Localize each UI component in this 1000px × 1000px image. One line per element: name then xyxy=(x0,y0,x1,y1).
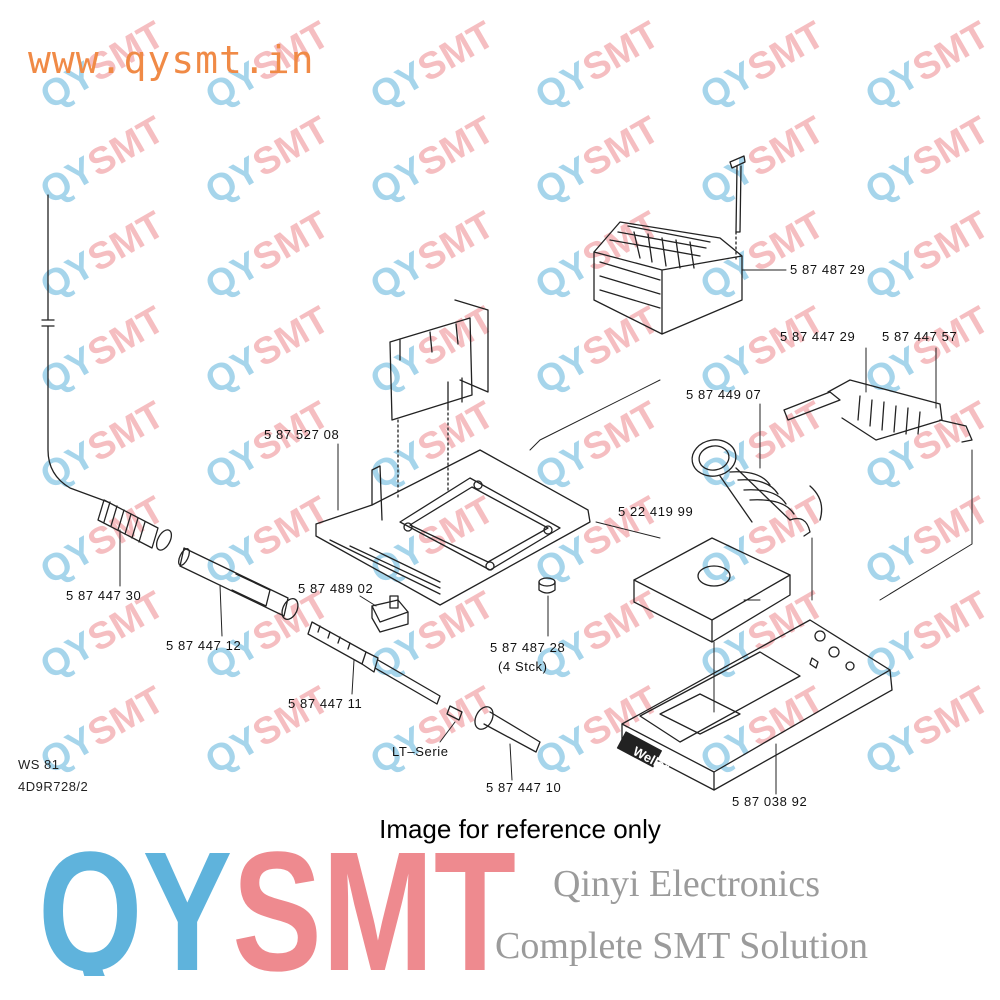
iron-holder-drawing xyxy=(783,379,973,443)
watermark-text: QYSMT xyxy=(199,204,337,308)
watermark-text: QYSMT xyxy=(34,394,172,498)
part-label-heater: 5 87 447 11 xyxy=(288,696,363,711)
watermark-text: QYSMT xyxy=(859,204,997,308)
grip-sleeve-drawing xyxy=(97,499,173,551)
shield-plate-drawing xyxy=(389,299,489,501)
watermark-text: QYSMT xyxy=(199,394,337,498)
watermark-text: QYSMT xyxy=(694,109,832,213)
watermark-text: QYSMT xyxy=(364,584,502,688)
watermark-text: QYSMT xyxy=(529,679,667,783)
part-label-spring: 5 87 449 07 xyxy=(686,387,762,402)
watermark-text: QYSMT xyxy=(529,14,667,118)
transformer-drawing xyxy=(593,155,746,335)
part-label-base: 5 87 038 92 xyxy=(732,794,808,809)
feet-drawing xyxy=(538,577,556,594)
watermark-text: QYSMT xyxy=(529,584,667,688)
watermark-text: QYSMT xyxy=(529,109,667,213)
part-label-feet: 5 87 487 28 xyxy=(490,640,566,655)
logo-text: QYSMT xyxy=(38,846,516,976)
drawing-code-label: 4D9R728/2 xyxy=(18,779,89,794)
watermark-text: QYSMT xyxy=(34,109,172,213)
model-label: WS 81 xyxy=(18,757,60,772)
watermark-text: QYSMT xyxy=(199,109,337,213)
watermark-text: QYSMT xyxy=(364,679,502,783)
housing-drawing xyxy=(315,449,591,606)
qysmt-logo: QYSMT xyxy=(38,846,516,976)
part-label-feet-qty: (4 Stck) xyxy=(498,659,548,674)
handle-drawing xyxy=(178,547,299,621)
watermark-text: QYSMT xyxy=(859,109,997,213)
website-url[interactable]: www.qysmt.in xyxy=(28,38,315,82)
part-label-grip: 5 87 447 30 xyxy=(66,588,142,603)
watermark-text: QYSMT xyxy=(694,14,832,118)
heater-drawing xyxy=(307,621,441,705)
watermark-text: QYSMT xyxy=(199,489,337,593)
watermark-text: QYSMT xyxy=(364,14,502,118)
tip-drawing xyxy=(446,705,463,721)
part-label-handle: 5 87 447 12 xyxy=(166,638,242,653)
watermark-text: QYSMT xyxy=(859,14,997,118)
company-name: Qinyi Electronics xyxy=(553,863,820,905)
base-drawing xyxy=(616,619,893,791)
watermark-text: QYSMT xyxy=(859,584,997,688)
part-label-sponge: 5 22 419 99 xyxy=(618,504,694,519)
watermark-text: QYSMT xyxy=(34,299,172,403)
watermark-text: QYSMT xyxy=(364,109,502,213)
watermark-text: QYSMT xyxy=(199,679,337,783)
part-label-holder-b: 5 87 447 57 xyxy=(882,329,958,344)
tip-nut-drawing xyxy=(474,706,541,753)
watermark-text: QYSMT xyxy=(694,489,832,593)
watermark-text: QYSMT xyxy=(859,394,997,498)
watermark-text: QYSMT xyxy=(859,679,997,783)
part-label-tip-series: LT–Serie xyxy=(392,744,449,759)
cable-drawing xyxy=(41,194,109,503)
watermark-text: QYSMT xyxy=(34,204,172,308)
part-label-knob: 5 87 489 02 xyxy=(298,581,374,596)
watermark-text: QYSMT xyxy=(199,299,337,403)
watermark-text: QYSMT xyxy=(364,204,502,308)
part-label-holder-a: 5 87 447 29 xyxy=(780,329,856,344)
watermark-text: QYSMT xyxy=(364,489,502,593)
watermark-text: QYSMT xyxy=(859,489,997,593)
knob-drawing xyxy=(371,595,409,633)
part-label-transformer: 5 87 487 29 xyxy=(790,262,866,277)
watermark-text: QYSMT xyxy=(529,204,667,308)
sponge-drawing xyxy=(633,537,791,643)
watermark-text: QYSMT xyxy=(694,204,832,308)
part-label-housing: 5 87 527 08 xyxy=(264,427,340,442)
reference-note: Image for reference only xyxy=(379,814,661,844)
company-slogan: Complete SMT Solution xyxy=(495,925,869,967)
leader-lines xyxy=(119,269,973,795)
part-label-tip: 5 87 447 10 xyxy=(486,780,562,795)
watermark-text: QYSMT xyxy=(529,394,667,498)
spring-drawing xyxy=(691,439,823,537)
